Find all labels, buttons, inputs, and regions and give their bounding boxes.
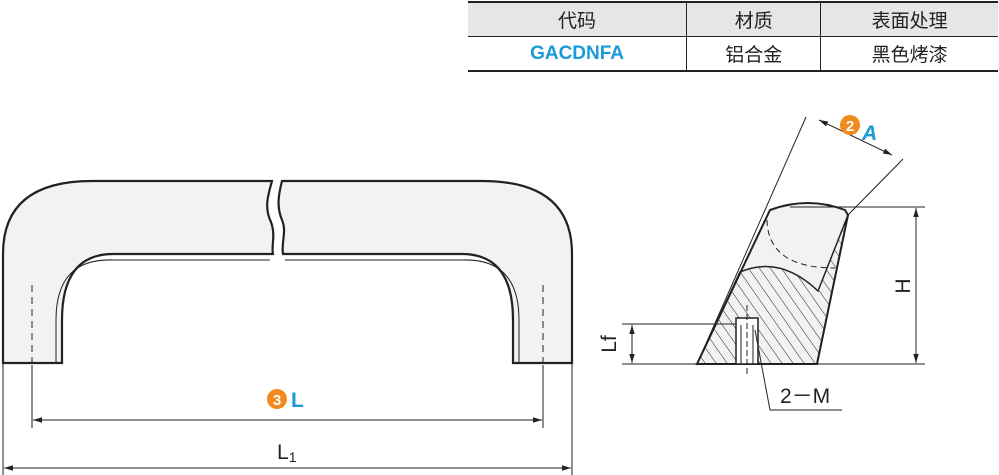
spec-table: 代码 材质 表面处理 GACDNFA 铝合金 黑色烤漆: [468, 1, 998, 72]
header-code: 代码: [468, 1, 688, 37]
badge-number-L: 3: [273, 392, 281, 409]
dimension-L: 3 L: [31, 365, 544, 428]
handle-front-view: [1, 179, 574, 365]
label-Lf: Lf: [598, 335, 621, 353]
handle-body-right: [277, 179, 574, 365]
thread-callout: 2－M: [754, 329, 842, 411]
label-A: A: [861, 122, 877, 145]
cell-material: 铝合金: [686, 36, 822, 72]
label-thread: 2－M: [780, 385, 830, 408]
header-material: 材质: [686, 1, 822, 37]
label-H: H: [892, 278, 915, 293]
badge-circle-A: [840, 115, 860, 135]
dimension-H: H: [790, 206, 925, 365]
spec-table-header-row: 代码 材质 表面处理: [468, 1, 998, 37]
label-L1: L1: [277, 441, 297, 465]
handle-body: [1, 179, 275, 365]
dimension-Lf: Lf: [598, 323, 736, 365]
cell-code: GACDNFA: [468, 36, 688, 72]
header-finish: 表面处理: [820, 1, 998, 37]
dimension-A: 2 A: [840, 115, 877, 145]
section-hatch: [695, 214, 849, 365]
dimension-L1: L1: [2, 363, 573, 475]
cell-finish: 黑色烤漆: [820, 36, 998, 72]
handle-section-view: [695, 116, 904, 375]
spec-table-row: GACDNFA 铝合金 黑色烤漆: [468, 36, 998, 72]
label-L: L: [291, 389, 304, 412]
badge-circle-L: [267, 389, 287, 409]
badge-number-A: 2: [846, 118, 854, 135]
